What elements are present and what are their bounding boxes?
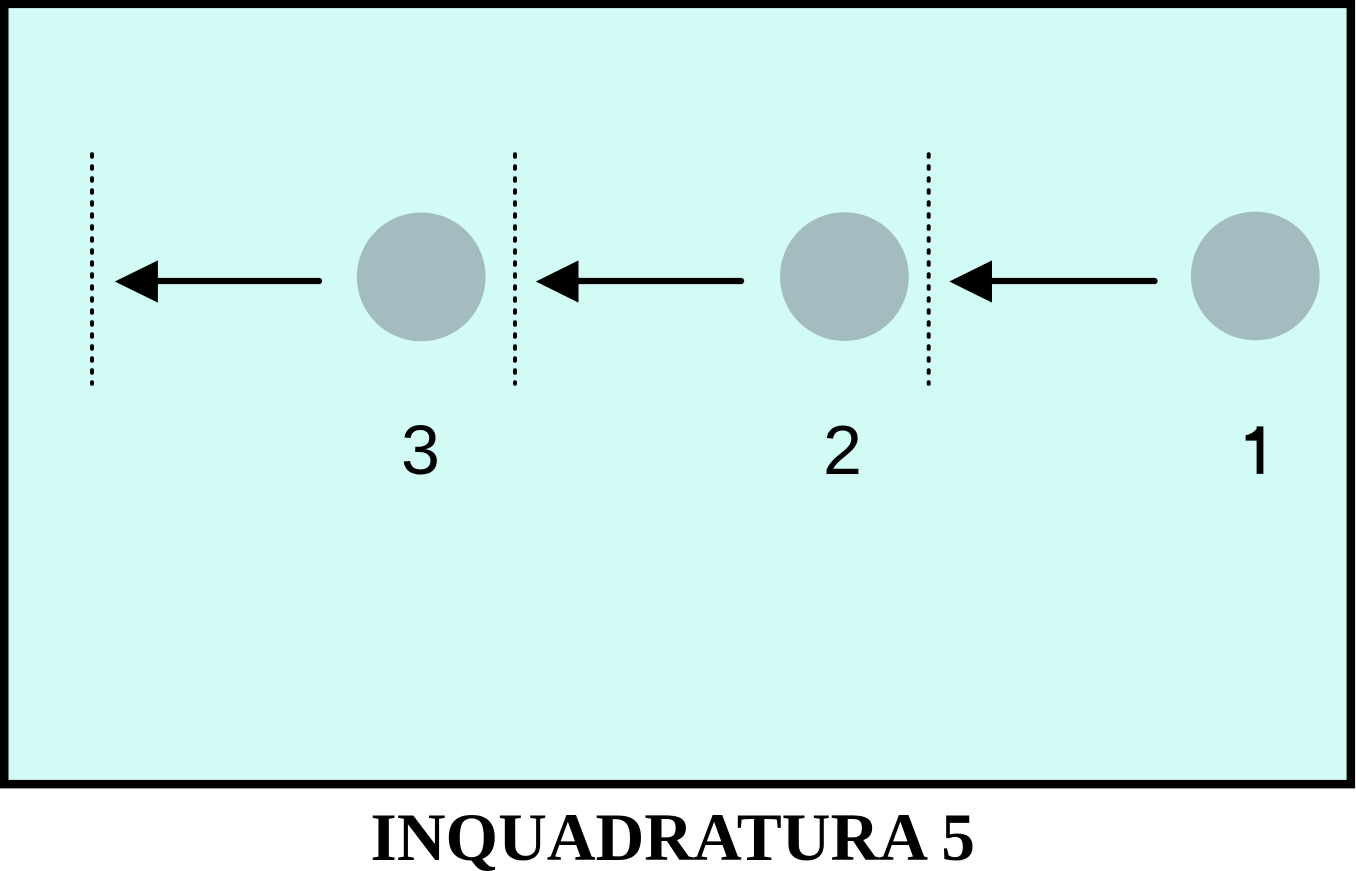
svg-text:3: 3	[401, 411, 440, 489]
svg-text:2: 2	[823, 411, 862, 489]
svg-text:INQUADRATURA 5: INQUADRATURA 5	[371, 800, 975, 871]
